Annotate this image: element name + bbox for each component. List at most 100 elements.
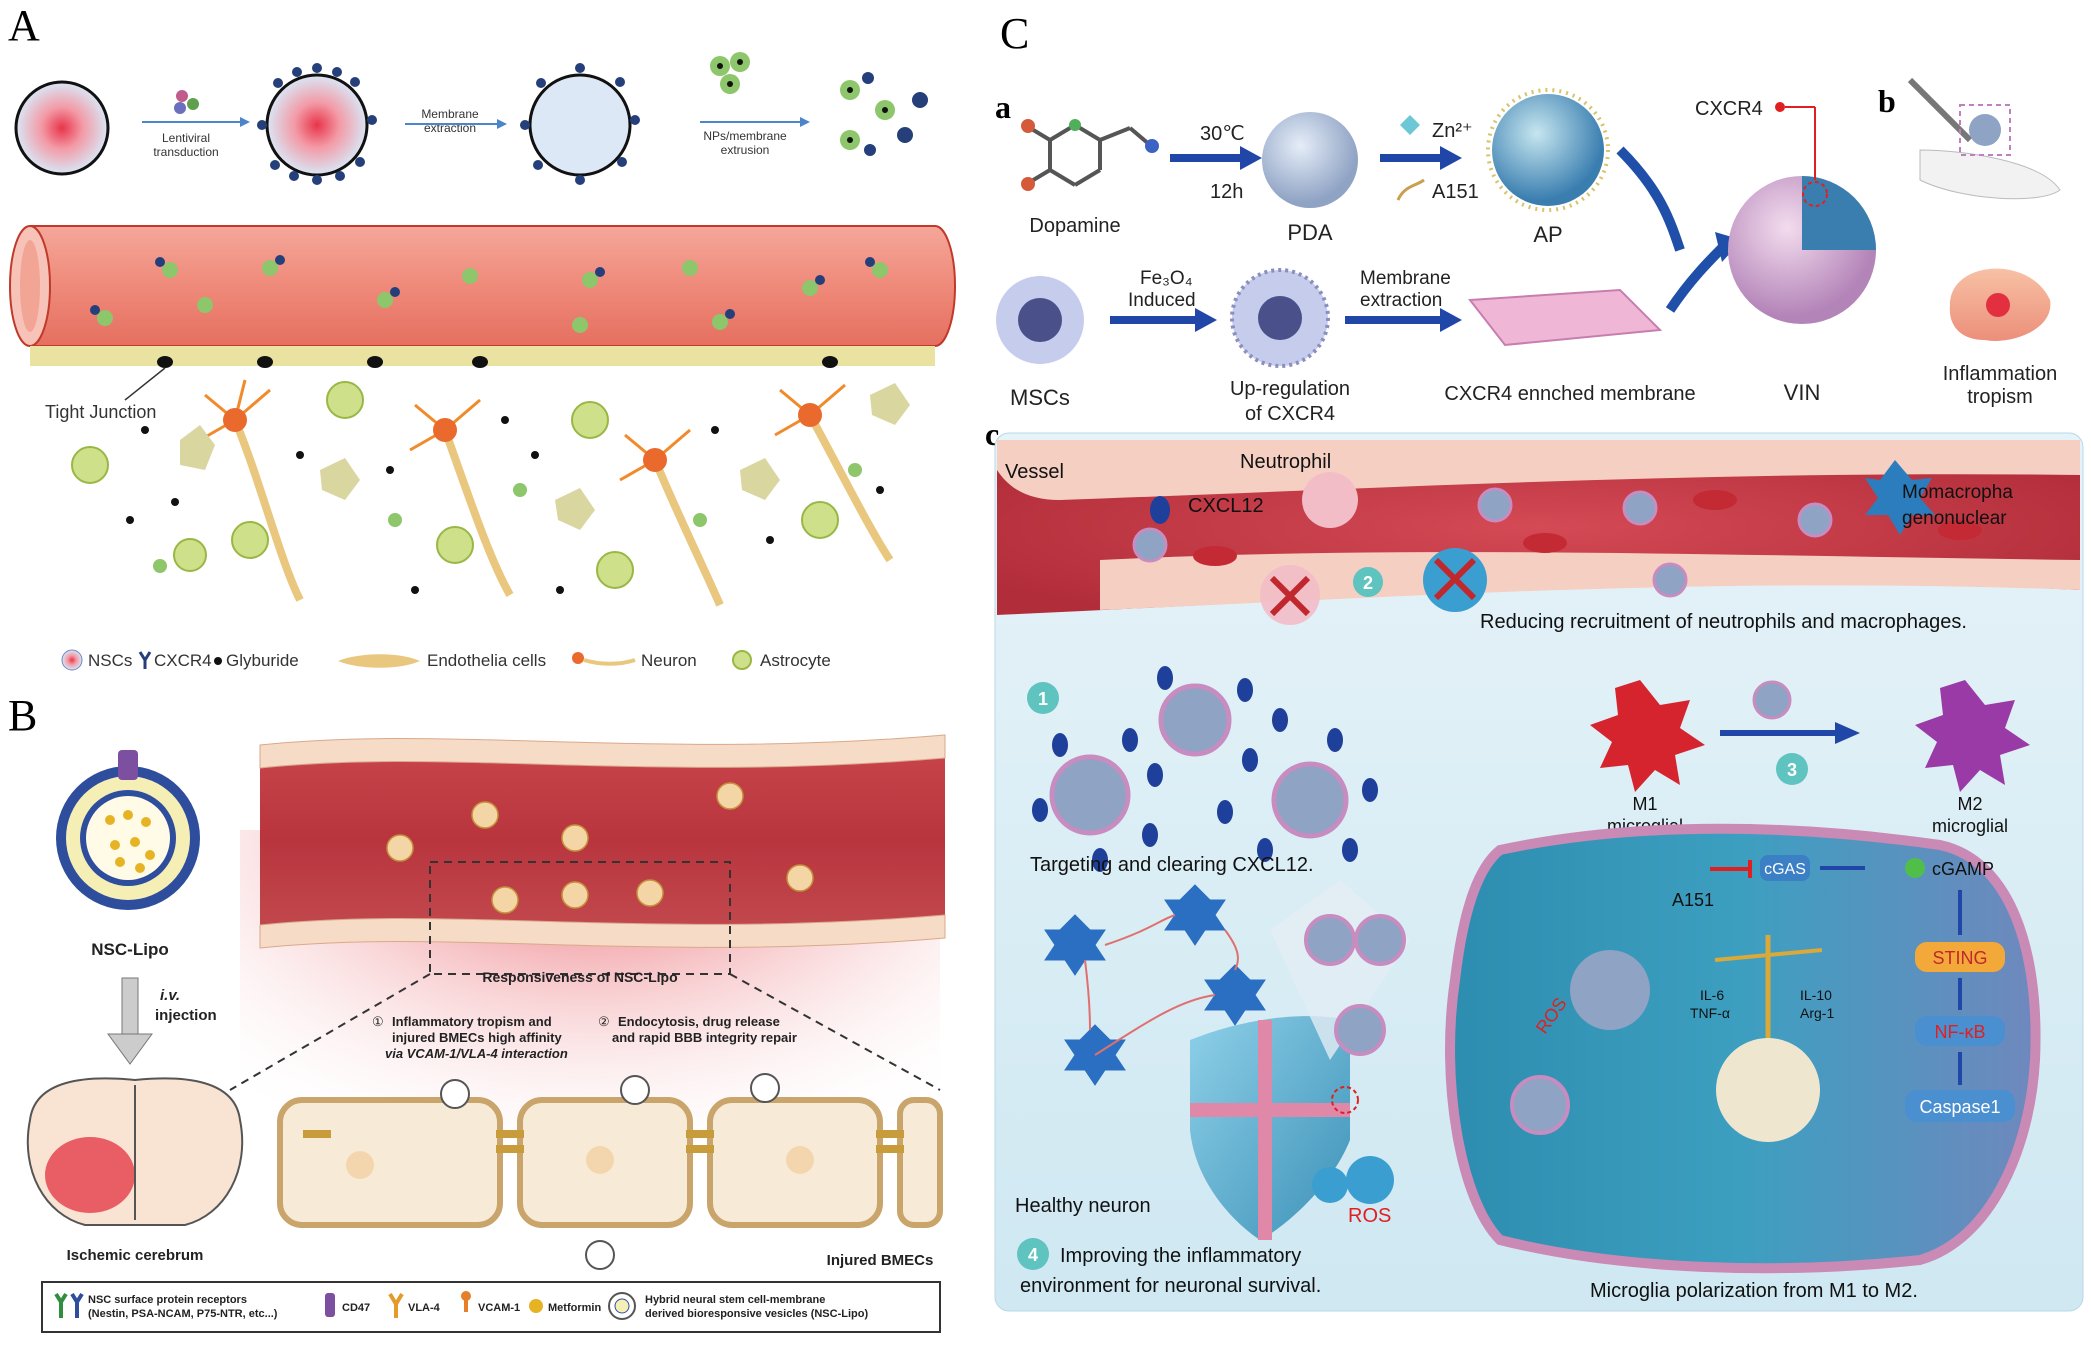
vla4-icon [388, 1292, 404, 1318]
dopamine-molecule [1028, 123, 1152, 187]
panel-a: A Lentiviral transduction Membrane extra… [8, 1, 956, 671]
vessel-nps [97, 260, 888, 333]
neurons [1044, 884, 1266, 1086]
nsc-nps-product [840, 72, 928, 156]
legend-cxcr4: CXCR4 [154, 651, 212, 670]
mscs-label: MSCs [1010, 385, 1070, 410]
ischemic-label: Ischemic cerebrum [67, 1247, 204, 1264]
extraction-label: extraction [1360, 290, 1442, 311]
panel-c: C a b Dopamine 30℃ 12h PDA Zn²⁺ A151 AP … [985, 9, 2084, 1312]
note1-b: injured BMECs high affinity [392, 1030, 562, 1045]
inflam-label-1: Inflammation [1943, 363, 2058, 385]
caspase-label: Caspase1 [1919, 1097, 2000, 1117]
step3-label: NPs/membrane [703, 129, 787, 143]
legend-vla4: VLA-4 [408, 1302, 441, 1314]
il10-label: IL-10 [1800, 987, 1832, 1003]
inflam-label-2: tropism [1967, 386, 2033, 408]
temp-label: 30℃ [1200, 123, 1245, 145]
ros-label: ROS [1348, 1205, 1391, 1227]
cd47-marker [118, 750, 138, 780]
tight-junction-label: Tight Junction [45, 402, 156, 422]
legend-astrocyte: Astrocyte [760, 651, 831, 670]
np-icons [710, 52, 750, 94]
legend-vcam1: VCAM-1 [478, 1302, 520, 1314]
improve-label-1: Improving the inflammatory [1060, 1245, 1301, 1267]
legend-metformin: Metformin [548, 1302, 601, 1314]
time-label: 12h [1210, 181, 1243, 203]
responsiveness-label: Responsiveness of NSC-Lipo [482, 969, 677, 985]
legend-hybrid1: Hybrid neural stem cell-membrane [645, 1294, 825, 1306]
legend-receptor-icons [54, 1292, 84, 1318]
m2-label-a: M2 [1957, 794, 1982, 814]
num2-badge: 2 [1363, 573, 1373, 593]
nucleus [1716, 1038, 1820, 1142]
cxcl12-particles [1032, 666, 1378, 872]
step1-label: Lentiviral [162, 131, 210, 145]
cd47-icon [325, 1293, 335, 1317]
note1-a: Inflammatory tropism and [392, 1014, 552, 1029]
lentivirus-icon [174, 90, 199, 114]
pda-label: PDA [1287, 220, 1333, 245]
step1-label-b: transduction [153, 145, 218, 159]
cgas-label: cGAS [1764, 861, 1806, 878]
healthy-label: Healthy neuron [1015, 1195, 1151, 1217]
neutrophil-label: Neutrophil [1240, 451, 1331, 473]
macro-label-1: Momacropha [1902, 482, 2013, 503]
responsiveness-box [429, 861, 731, 975]
tight-junctions [157, 356, 838, 368]
num4-badge: 4 [1028, 1245, 1038, 1265]
legend-receptors2: (Nestin, PSA-NCAM, P75-NTR, etc...) [88, 1308, 278, 1320]
panel-b: B NSC-Lipo i.v. injection Ischemic cereb… [8, 691, 946, 1333]
injection-label: injection [155, 1007, 217, 1024]
reducing-label: Reducing recruitment of neutrophils and … [1480, 611, 1967, 633]
nsc-cxcr4-cell [265, 73, 369, 177]
panel-b-letter: B [8, 691, 37, 740]
panel-a-letter: A [8, 1, 40, 50]
zn-label: Zn²⁺ [1432, 120, 1473, 142]
tnfa-label: TNF-α [1690, 1005, 1730, 1021]
targeting-label: Targeting and clearing CXCL12. [1030, 854, 1314, 876]
legend-nscs: NSCs [88, 651, 132, 670]
vin-in-cell [1570, 950, 1650, 1030]
cxcl12-label: CXCL12 [1188, 495, 1264, 517]
arg1-label: Arg-1 [1800, 1005, 1834, 1021]
induced-label: Induced [1128, 290, 1196, 311]
polarization-label: Microglia polarization from M1 to M2. [1590, 1280, 1918, 1302]
macro-star [1865, 460, 1935, 535]
membrane-vesicle [528, 73, 632, 177]
m2-label-b: microglial [1932, 816, 2008, 836]
legend-receptors1: NSC surface protein receptors [88, 1294, 247, 1306]
nsc-cell [14, 80, 110, 176]
ap-sphere [1492, 94, 1604, 206]
upreg-label-1: Up-regulation [1230, 378, 1350, 400]
panel-a-legend: NSCs CXCR4 Glyburide Endothelia cells Ne… [61, 649, 831, 671]
vessel-b [260, 745, 945, 936]
sting-label: STING [1932, 948, 1987, 968]
legend-neuron: Neuron [641, 651, 697, 670]
note2-b: and rapid BBB integrity repair [612, 1030, 797, 1045]
panel-b-legend [41, 1281, 941, 1333]
step3-label-b: extrusion [721, 143, 770, 157]
m2-microglia [1915, 680, 2030, 792]
metformin-icon [529, 1299, 543, 1313]
num3-badge: 3 [1787, 760, 1797, 780]
cxcr4-membrane-sheet [1468, 288, 1663, 347]
nsc-lipo-label: NSC-Lipo [91, 940, 168, 959]
cxcr4-receptors [257, 63, 377, 185]
panel-c-sub-b: b [1878, 83, 1896, 119]
a151-label: A151 [1432, 181, 1479, 203]
injured-label: Injured BMECs [827, 1252, 934, 1269]
pda-sphere [1262, 112, 1358, 208]
iv-label: i.v. [160, 987, 180, 1004]
fe3o4-label: Fe₃O₄ [1140, 268, 1193, 289]
a151-cell-label: A151 [1672, 890, 1714, 910]
legend-glyburide: Glyburide [226, 651, 299, 670]
il6-label: IL-6 [1700, 987, 1724, 1003]
m1-microglia [1590, 680, 1705, 792]
panel-c-sub-a: a [995, 89, 1011, 125]
m1-label-a: M1 [1632, 794, 1657, 814]
panel-c-letter: C [1000, 9, 1029, 58]
enriched-label: CXCR4 ennched membrane [1444, 383, 1695, 405]
legend-endothelia: Endothelia cells [427, 651, 546, 670]
